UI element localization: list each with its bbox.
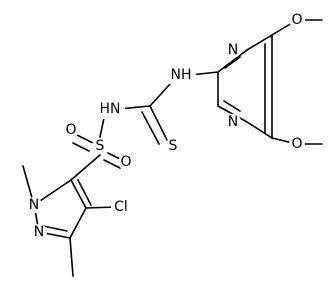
bond-ring-to-methyl-bottom (69, 237, 74, 277)
bond-pyrazole-right (69, 207, 87, 239)
atom-sulfur-thio: S (165, 138, 181, 154)
atom-oxygen-bottom-label: O (291, 136, 302, 152)
bond-s-to-pyrazole (70, 154, 101, 181)
bond-pyrazole-bottom-right-double (42, 225, 68, 232)
atom-nitrogen-ring-top-label: N (228, 42, 238, 58)
atom-oxygen-sulfonyl-bottom: O (118, 154, 134, 170)
atom-oxygen-sulfonyl-top-label: O (65, 122, 76, 138)
bond-thiourea-c-to-s (149, 105, 168, 141)
bond-hn-to-s (99, 117, 105, 138)
atom-hn-left: HN (97, 101, 125, 119)
bond-pyrazole-top-double (77, 179, 92, 206)
atom-oxygen-top: O (289, 12, 305, 28)
atom-nitrogen-pyrazole: N (31, 224, 47, 240)
bond-s-to-o-top (76, 134, 94, 144)
bond-s-to-o-top-double (72, 142, 90, 152)
bond-ring-bottom-left-double (223, 100, 241, 112)
atom-chlorine-label: Cl (114, 199, 128, 215)
bond-s-to-o-bottom-double (103, 159, 121, 169)
atoms: O N NH N HN O (26, 12, 305, 240)
atom-nitrogen-methyl: N (26, 197, 42, 213)
atom-nitrogen-methyl-label: N (29, 197, 39, 213)
atom-oxygen-bottom: O (289, 136, 305, 152)
bond-ring-top-left (217, 49, 248, 73)
atom-sulfur-thio-label: S (169, 138, 178, 154)
atom-oxygen-sulfonyl-bottom-label: O (120, 154, 131, 170)
bond-ring-bottom-right (246, 121, 273, 139)
atom-nh-top: NH (168, 66, 196, 84)
atom-nitrogen-ring-top: N (225, 42, 241, 58)
atom-nitrogen-ring-bottom: N (225, 114, 241, 130)
bond-ring-top-right (246, 34, 273, 51)
atom-sulfur-sulfonyl: S (92, 138, 108, 154)
atom-hn-left-label: HN (100, 101, 121, 117)
bond-ring-bottom-left (217, 105, 248, 123)
atom-oxygen-sulfonyl-top: O (63, 122, 79, 138)
bond-pyrazole-top (70, 179, 87, 209)
atom-nitrogen-pyrazole-label: N (34, 224, 44, 240)
bond-nh-to-thiourea-c (149, 83, 171, 107)
bond-ring-top-left-double (224, 56, 241, 69)
bond-thiourea-c-to-s-double (141, 111, 160, 145)
atom-chlorine: Cl (111, 198, 131, 216)
atom-oxygen-top-label: O (291, 12, 302, 28)
atom-nh-top-label: NH (171, 67, 192, 83)
atom-sulfur-sulfonyl-label: S (96, 138, 105, 154)
atom-nitrogen-ring-bottom-label: N (228, 114, 238, 130)
